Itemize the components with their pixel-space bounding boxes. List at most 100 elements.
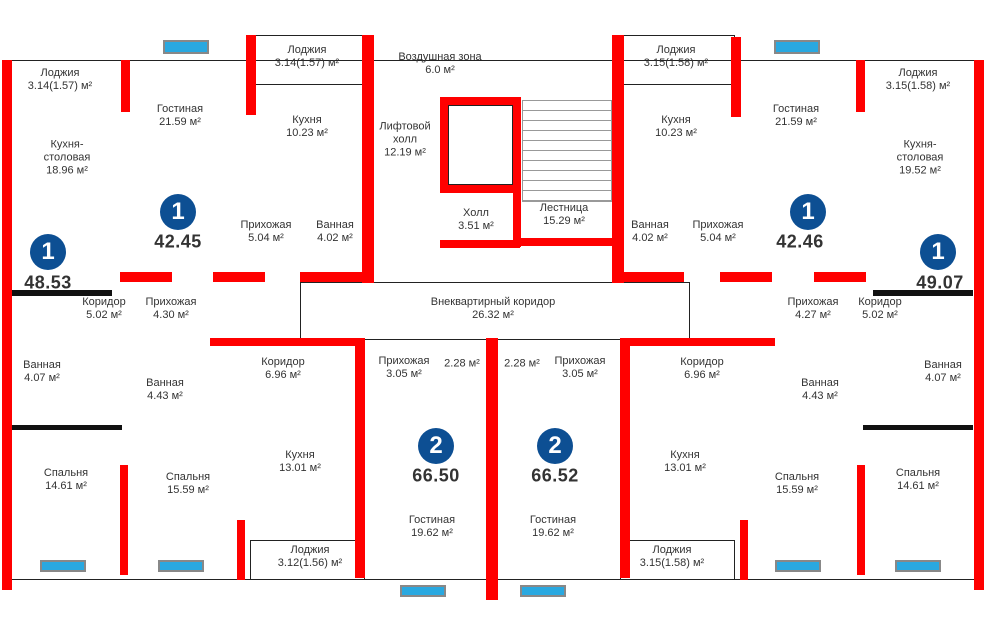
room-name: Лоджия [656,44,696,56]
wall [440,97,520,105]
wall [120,465,128,575]
room-name: Ванная [924,359,962,371]
room-name: Ванная [23,359,61,371]
apartment-type-badge[interactable]: 2 [418,428,454,464]
window [400,585,446,597]
room-name: Ванная [631,219,669,231]
wall [731,37,741,117]
apartment-type-badge[interactable]: 1 [920,234,956,270]
wall [486,338,498,600]
wall [720,272,772,282]
wall [213,272,265,282]
room-area: 15.59 м² [776,484,818,496]
room-label: 2.28 м² [444,358,480,371]
room-area: 4.02 м² [317,232,353,244]
room-area: 2.28 м² [444,357,480,370]
room-name: Лифтовой холл [379,120,431,146]
apartment-type-badge[interactable]: 1 [790,194,826,230]
wall [440,240,520,248]
room-area: 5.02 м² [862,309,898,321]
room-name: Спальня [43,467,89,479]
room-name: Прихожая [692,219,744,231]
apartment-area: 42.45 [154,231,202,252]
room-name: Коридор [680,356,724,368]
room-area: 3.14(1.57) м² [274,57,340,69]
room-label: 2.28 м² [504,358,540,371]
window [40,560,86,572]
room-area: 5.02 м² [86,309,122,321]
apartment-area: 42.46 [776,231,824,252]
room-name: Спальня [895,467,941,479]
window [895,560,941,572]
wall [612,272,684,282]
wall [355,338,365,578]
room-area: 15.29 м² [543,215,585,227]
wall [513,238,613,246]
wall [300,272,372,282]
room-area: 4.43 м² [147,390,183,402]
apartment-area: 66.52 [531,465,579,486]
wall [246,35,256,115]
room-area: 6.0 м² [425,64,455,76]
room-name: Кухня [285,449,315,461]
wall [2,60,12,590]
room-name: Спальня [774,471,820,483]
apartment-type-badge[interactable]: 1 [30,234,66,270]
room-area: 3.05 м² [562,368,598,380]
wall [12,290,112,296]
room-area: 3.15(1.58) м² [885,80,951,92]
room-name: Внеквартирный коридор [430,296,556,308]
room-name: Прихожая [240,219,292,231]
wall [863,425,973,430]
room-name: Ванная [146,377,184,389]
room-name: Гостиная [529,514,577,526]
room-area: 2.28 м² [504,357,540,370]
room-name: Лоджия [652,544,692,556]
room-area: 10.23 м² [286,127,328,139]
room-name: Лоджия [290,544,330,556]
room-area: 21.59 м² [775,116,817,128]
apartment-area: 66.50 [412,465,460,486]
room-name: Воздушная зона [398,51,482,63]
wall [237,520,245,580]
wall [362,35,374,283]
room-area: 3.14(1.57) м² [27,80,93,92]
room-area: 26.32 м² [472,309,514,321]
window [163,40,209,54]
room-area: 3.12(1.56) м² [277,557,343,569]
room-name: Лестница [539,202,589,214]
apartment-type-badge[interactable]: 2 [537,428,573,464]
room-area: 12.19 м² [384,146,426,159]
wall [814,272,866,282]
room-area: 13.01 м² [664,462,706,474]
wall [740,520,748,580]
room-area: 18.96 м² [46,164,88,177]
elevator-shaft [448,105,513,185]
wall [625,338,775,346]
room-area: 4.30 м² [153,309,189,321]
room-name: Прихожая [378,355,430,367]
apartment-type-badge[interactable]: 1 [160,194,196,230]
